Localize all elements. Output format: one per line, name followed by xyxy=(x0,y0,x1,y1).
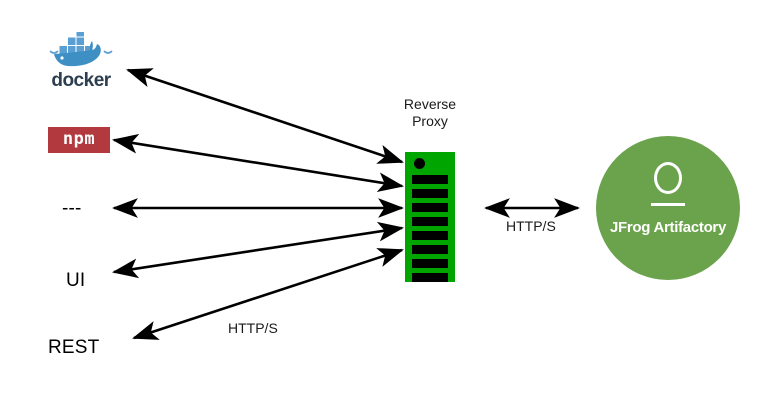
reverse-proxy-server-rack xyxy=(405,152,455,282)
reverse-proxy-title-line2: Proxy xyxy=(412,113,448,129)
jfrog-icon-base-line xyxy=(651,203,685,206)
docker-wordmark: docker xyxy=(51,70,111,91)
rack-slot xyxy=(412,273,448,282)
client-docker: docker xyxy=(40,30,122,94)
rack-slot xyxy=(412,203,448,212)
jfrog-frog-icon xyxy=(654,162,682,194)
client-rest-label: REST xyxy=(48,337,100,358)
client-generic-label: --- xyxy=(62,198,82,219)
rack-slot xyxy=(412,259,448,268)
connector-rest-proxy xyxy=(132,248,404,340)
jfrog-artifactory-label: JFrog Artifactory xyxy=(609,219,727,236)
client-npm: npm xyxy=(48,127,110,153)
protocol-label-left: HTTP/S xyxy=(228,320,278,336)
rack-slot xyxy=(412,217,448,226)
reverse-proxy-title: Reverse Proxy xyxy=(380,96,480,130)
connector-npm-proxy xyxy=(111,134,405,192)
rack-slot xyxy=(412,245,448,254)
client-ui-label: UI xyxy=(66,270,86,291)
protocol-label-right: HTTP/S xyxy=(506,218,556,234)
rack-slot xyxy=(412,231,448,240)
rack-slot xyxy=(412,175,448,184)
docker-whale-icon xyxy=(49,30,113,67)
jfrog-artifactory-node: JFrog Artifactory xyxy=(596,136,740,280)
npm-wordmark: npm xyxy=(62,129,96,149)
docker-whale-body xyxy=(54,41,101,67)
rack-power-led-icon xyxy=(414,158,425,169)
reverse-proxy-title-line1: Reverse xyxy=(403,96,457,112)
rack-slot xyxy=(412,189,448,198)
